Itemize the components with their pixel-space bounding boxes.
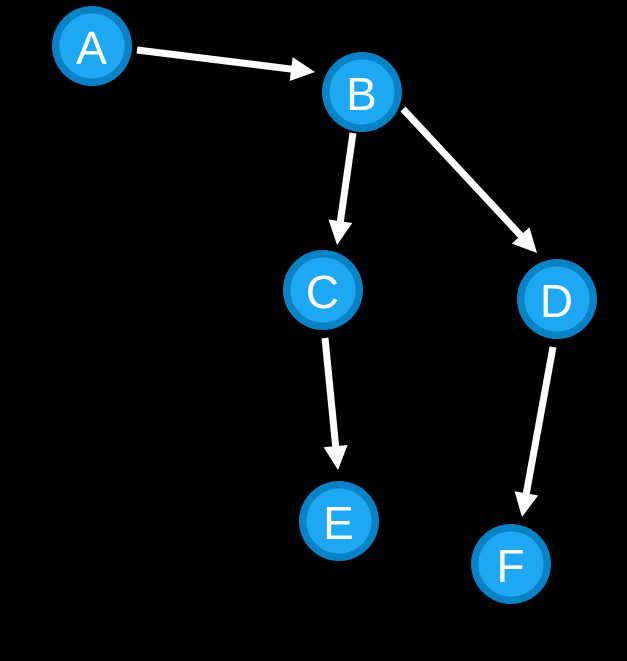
node-D-circle[interactable] — [517, 259, 597, 339]
node-A-circle[interactable] — [52, 6, 132, 86]
node-D[interactable]: D — [517, 259, 597, 339]
node-F-circle[interactable] — [471, 524, 551, 604]
node-C-circle[interactable] — [283, 250, 363, 330]
edge-A-B — [136, 46, 315, 81]
edge-B-C — [328, 132, 357, 245]
edge-B-D — [400, 106, 537, 253]
arrowhead-A-B — [289, 57, 315, 81]
node-C[interactable]: C — [283, 250, 363, 330]
node-B-circle[interactable] — [322, 52, 402, 132]
edge-D-F-shaft — [521, 346, 557, 500]
arrowhead-B-D — [511, 227, 537, 253]
arrowhead-D-F — [514, 491, 539, 517]
node-F[interactable]: F — [471, 524, 551, 604]
arrowhead-C-E — [323, 444, 348, 470]
node-E[interactable]: E — [299, 481, 379, 561]
node-E-circle[interactable] — [299, 481, 379, 561]
edge-B-C-shaft — [336, 132, 357, 228]
edge-A-B-shaft — [136, 46, 298, 74]
edge-C-E-shaft — [321, 337, 340, 453]
edge-B-D-shaft — [400, 106, 528, 243]
edge-D-F — [514, 346, 557, 517]
edge-C-E — [321, 337, 348, 470]
arrowhead-B-C — [328, 219, 353, 245]
node-B[interactable]: B — [322, 52, 402, 132]
node-A[interactable]: A — [52, 6, 132, 86]
